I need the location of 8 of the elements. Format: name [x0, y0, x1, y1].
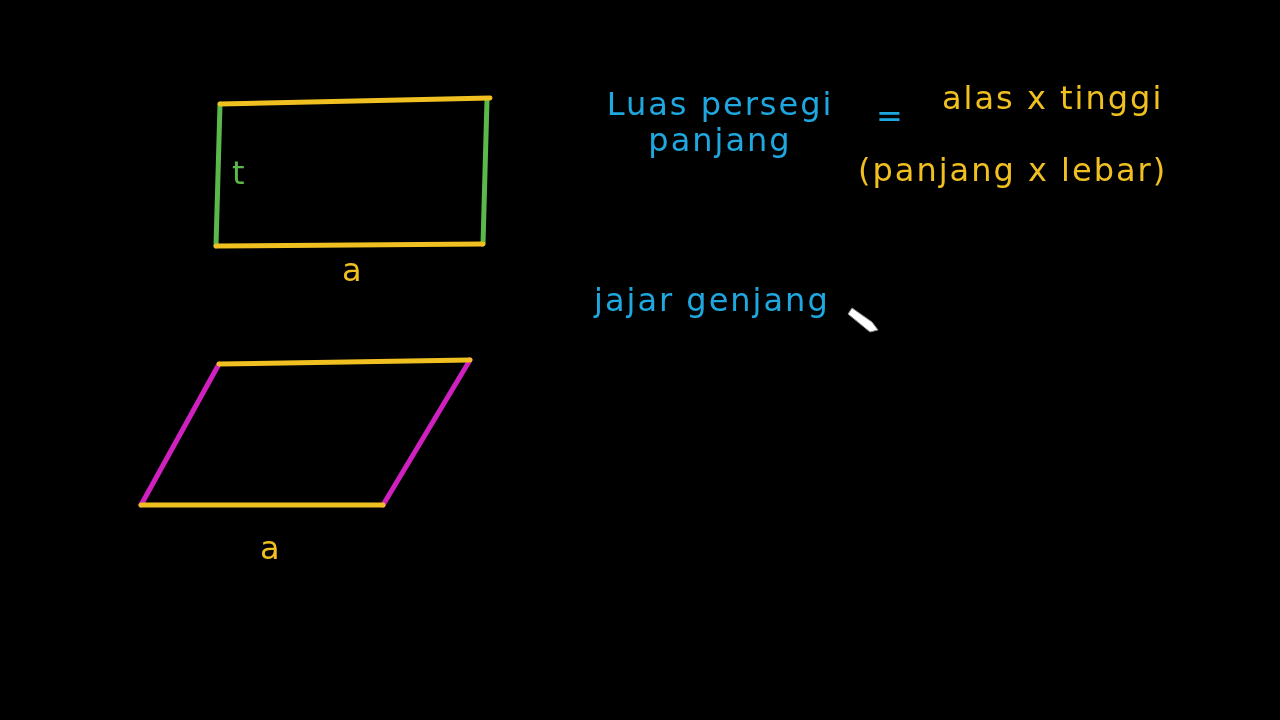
shape-name: jajar genjang [594, 282, 830, 318]
formula-subject: Luas persegi panjang [605, 86, 835, 158]
formula-text: (panjang x lebar) [858, 152, 1168, 188]
equals-sign: = [876, 98, 905, 134]
formula-text: alas x tinggi [942, 80, 1164, 116]
base-label: a [342, 252, 364, 288]
base-label: a [260, 530, 282, 566]
height-label: t [232, 155, 247, 191]
